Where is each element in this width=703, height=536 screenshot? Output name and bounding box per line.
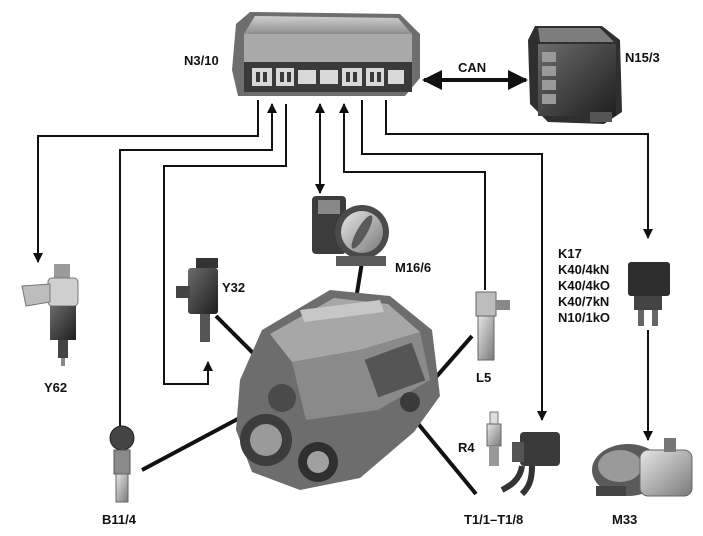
line-y32-loop [163, 104, 287, 385]
label-can: CAN [458, 60, 486, 75]
label-spark-plug: R4 [458, 440, 475, 455]
gateway-control-unit [528, 26, 622, 124]
label-ecu: N3/10 [184, 53, 219, 68]
spark-plug-r4 [486, 411, 502, 466]
valve-y32 [176, 258, 218, 342]
line-to-coils [361, 100, 547, 421]
label-relay-3: K40/4kO [558, 278, 610, 293]
ecu-control-unit [232, 12, 420, 96]
line-to-injector [33, 100, 259, 263]
throttle-body [312, 196, 389, 266]
engine-block [236, 290, 440, 490]
line-to-relays [385, 100, 653, 239]
relay-module [628, 262, 670, 326]
label-relay-4: K40/7kN [558, 294, 609, 309]
label-throttle: M16/6 [395, 260, 431, 275]
sensor-l5 [475, 291, 510, 361]
label-relay-2: K40/4kN [558, 262, 609, 277]
label-injector: Y62 [44, 380, 67, 395]
label-gateway: N15/3 [625, 50, 660, 65]
label-relay-1: K17 [558, 246, 582, 261]
label-b11-4: B11/4 [102, 512, 137, 527]
label-l5: L5 [476, 370, 491, 385]
label-valve: Y32 [222, 280, 245, 295]
line-from-l5 [339, 103, 486, 290]
line-from-b11-4 [119, 103, 277, 428]
injector-y62 [21, 264, 79, 366]
signal-lines [33, 100, 653, 441]
sensor-b11-4 [109, 425, 135, 503]
label-pump: M33 [612, 512, 637, 527]
label-coil: T1/1–T1/8 [464, 512, 523, 527]
label-relay-5: N10/1kO [558, 310, 610, 325]
air-pump-m33 [592, 438, 693, 497]
ignition-coil [500, 432, 560, 497]
